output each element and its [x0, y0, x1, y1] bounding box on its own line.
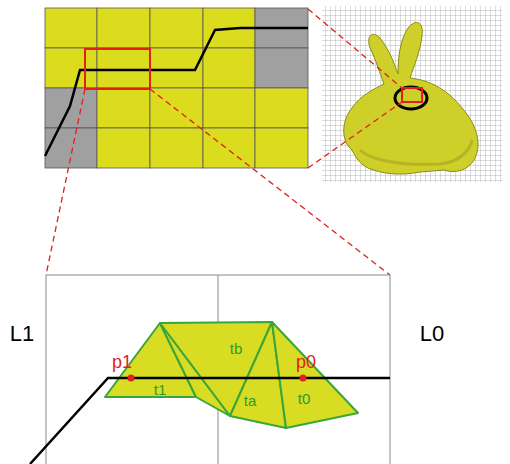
- intersection-point: [300, 375, 307, 382]
- grid-cell: [97, 48, 150, 88]
- grid-cell: [150, 8, 203, 48]
- layer-label: L1: [10, 323, 34, 345]
- grid-cell: [45, 8, 97, 48]
- triangle-label: t0: [298, 391, 311, 406]
- bunny-shading: [360, 140, 472, 164]
- grid-cell: [203, 88, 255, 128]
- grid-cell: [255, 48, 308, 88]
- zoom-leader: [46, 9, 402, 275]
- triangle-label: t1: [154, 382, 167, 397]
- zoom-box: [402, 88, 422, 102]
- zoom-box: [85, 49, 150, 89]
- grid-cell: [255, 128, 308, 168]
- triangle-label: ta: [244, 393, 257, 408]
- grid-cell: [97, 128, 150, 168]
- grid-cell: [150, 88, 203, 128]
- grid-cell: [203, 128, 255, 168]
- intersection-point: [128, 375, 135, 382]
- point-label: p0: [296, 353, 316, 371]
- voxel-grid: [322, 6, 502, 182]
- grid-cell: [45, 48, 97, 88]
- grid-cell: [97, 8, 150, 48]
- grid-cells: [45, 8, 308, 168]
- point-label: p1: [112, 353, 132, 371]
- contour-loop: [395, 87, 427, 109]
- grid-cell: [45, 128, 97, 168]
- grid-cell: [150, 128, 203, 168]
- layer-label: L0: [420, 323, 444, 345]
- grid-cell: [97, 88, 150, 128]
- triangle-label: tb: [230, 341, 243, 356]
- grid-cell: [203, 48, 255, 88]
- mesh-triangles: [105, 322, 358, 428]
- bunny-silhouette: [344, 22, 478, 174]
- zoom-panel: [46, 275, 390, 464]
- contour-line: [30, 378, 390, 464]
- grid-cell: [45, 88, 97, 128]
- grid-cell: [255, 88, 308, 128]
